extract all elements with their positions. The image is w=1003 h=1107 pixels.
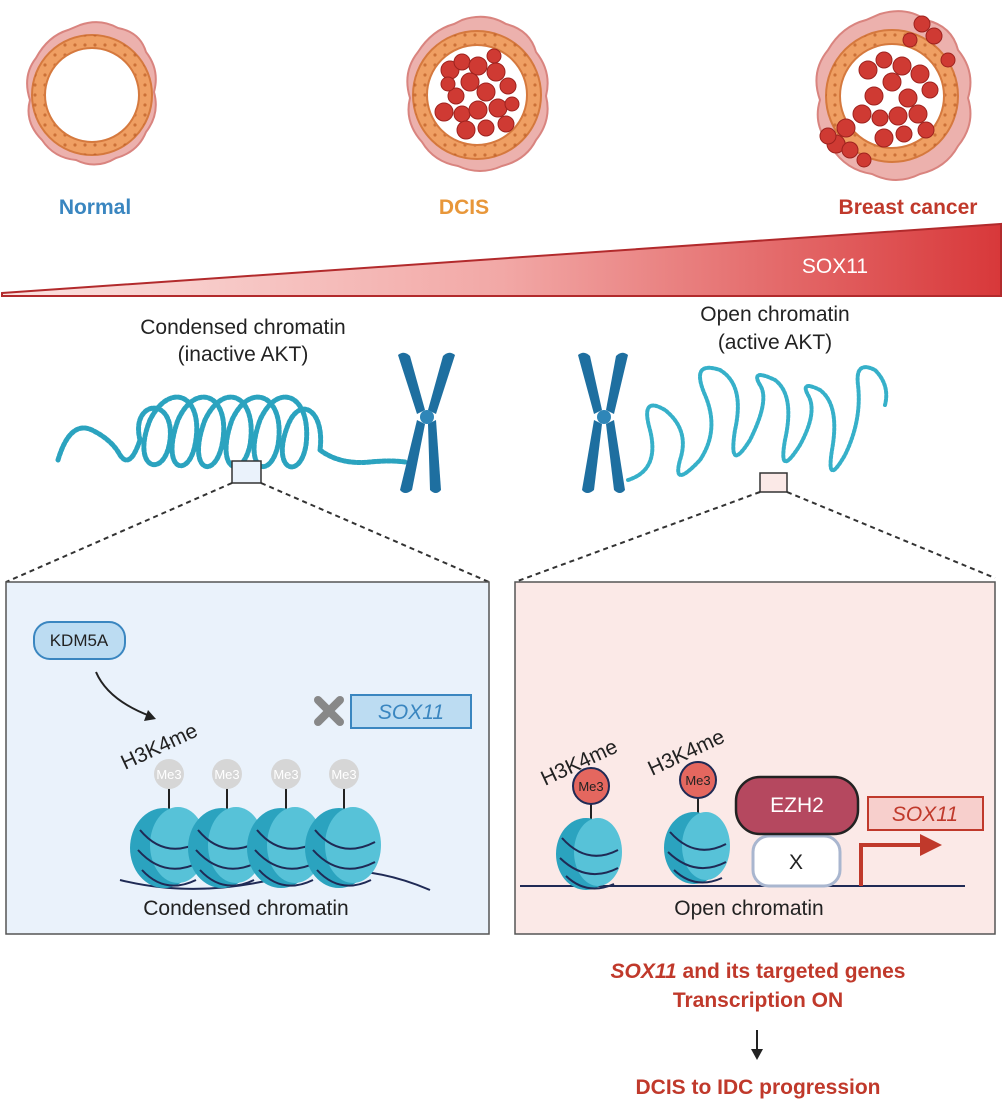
- condensed-chromatin-subtitle: (inactive AKT): [178, 343, 309, 366]
- blocked-x-icon: [314, 696, 344, 726]
- outcome-line-3: DCIS to IDC progression: [635, 1076, 880, 1099]
- kdm5a-enzyme-box: [33, 621, 126, 660]
- open-chromatin-fiber: [626, 365, 889, 482]
- outcome-gene: SOX11: [611, 960, 677, 983]
- open-zoom-box: [759, 472, 788, 493]
- left-me3-badge-2: Me3: [214, 767, 239, 782]
- dcis-duct-illustration: [406, 15, 549, 172]
- stage-label-breast-cancer: Breast cancer: [839, 196, 978, 219]
- condensed-chromatin-fiber: [55, 394, 408, 470]
- outcome-line-1-rest: and its targeted genes: [677, 960, 906, 983]
- kdm5a-arrowhead-icon: [144, 710, 156, 721]
- zoom-lines: [5, 482, 996, 583]
- chromosome-right: [578, 352, 628, 493]
- ezh2-label: EZH2: [770, 794, 824, 817]
- right-panel-caption: Open chromatin: [674, 897, 823, 920]
- kdm5a-arrow: [95, 671, 151, 717]
- right-sox11-gene-label: SOX11: [892, 803, 958, 826]
- x-factor-box: [751, 834, 842, 888]
- right-nucleosome-1: Me3: [556, 767, 622, 890]
- right-sox11-gene-box: [867, 796, 984, 831]
- right-me3-badge-2: Me3: [685, 773, 710, 788]
- outcome-line-1: SOX11 and its targeted genes: [611, 960, 906, 983]
- transcription-start-arrow-icon: [859, 834, 942, 886]
- chromosome-left: [398, 352, 455, 493]
- sox11-gradient-wedge: [1, 222, 1002, 297]
- condensed-zoom-box: [231, 460, 262, 484]
- left-me3-badge-3: Me3: [273, 767, 298, 782]
- sox11-gradient-label: SOX11: [802, 255, 868, 278]
- kdm5a-label: KDM5A: [50, 631, 109, 650]
- x-factor-label: X: [789, 851, 803, 874]
- open-chromatin-subtitle: (active AKT): [718, 331, 832, 354]
- right-nucleosome-2: Me3: [664, 761, 730, 884]
- breast-cancer-illustration: [815, 10, 972, 181]
- left-panel-caption: Condensed chromatin: [143, 897, 348, 920]
- left-nucleosome-array: Me3 Me3 Me3 Me3: [119, 759, 431, 891]
- stage-label-dcis: DCIS: [439, 196, 489, 219]
- outcome-line-2: Transcription ON: [673, 989, 843, 1012]
- ezh2-box: [734, 775, 860, 836]
- outcome-arrowhead-icon: [751, 1049, 763, 1060]
- condensed-chromatin-title: Condensed chromatin: [140, 316, 345, 339]
- left-sox11-gene-box: [350, 694, 472, 729]
- left-me3-badge-4: Me3: [331, 767, 356, 782]
- open-chromatin-title: Open chromatin: [700, 303, 849, 326]
- stage-label-normal: Normal: [59, 196, 131, 219]
- left-me3-badge-1: Me3: [156, 767, 181, 782]
- normal-duct-illustration: [26, 21, 157, 166]
- left-sox11-gene-label: SOX11: [378, 701, 444, 724]
- right-me3-badge-1: Me3: [578, 779, 603, 794]
